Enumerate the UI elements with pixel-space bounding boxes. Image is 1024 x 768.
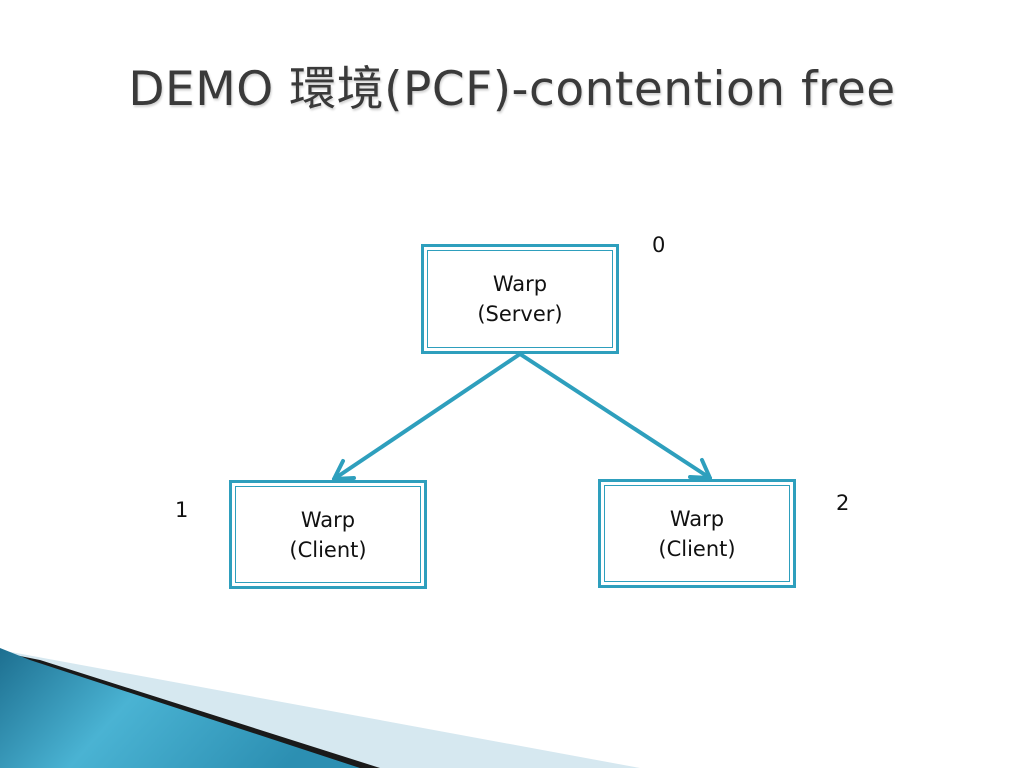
client-node-left-name: Warp — [300, 507, 356, 532]
arrow-server-to-client-left — [332, 352, 522, 481]
arrow-server-to-client-right — [518, 352, 712, 480]
server-node-role: (Server) — [477, 302, 563, 326]
client-node-left-frame: Warp (Client) — [235, 486, 421, 583]
server-node: Warp (Server) — [421, 244, 619, 354]
server-node-number: 0 — [652, 233, 666, 257]
client-node-left: Warp (Client) — [229, 480, 427, 589]
footer-teal-band — [0, 648, 360, 768]
arrowhead-left — [332, 459, 356, 481]
client-node-right-number: 2 — [836, 491, 850, 515]
client-node-right-frame: Warp (Client) — [604, 485, 790, 582]
client-node-right-name: Warp — [669, 506, 725, 531]
client-node-right: Warp (Client) — [598, 479, 796, 588]
server-node-frame: Warp (Server) — [427, 250, 613, 348]
client-node-left-number: 1 — [175, 498, 189, 522]
slide-title: DEMO 環境(PCF)-contention free — [128, 62, 896, 117]
server-node-name: Warp — [492, 272, 548, 296]
client-node-right-role: (Client) — [658, 536, 736, 561]
client-node-left-role: (Client) — [289, 537, 367, 562]
arrowhead-right — [688, 458, 712, 480]
